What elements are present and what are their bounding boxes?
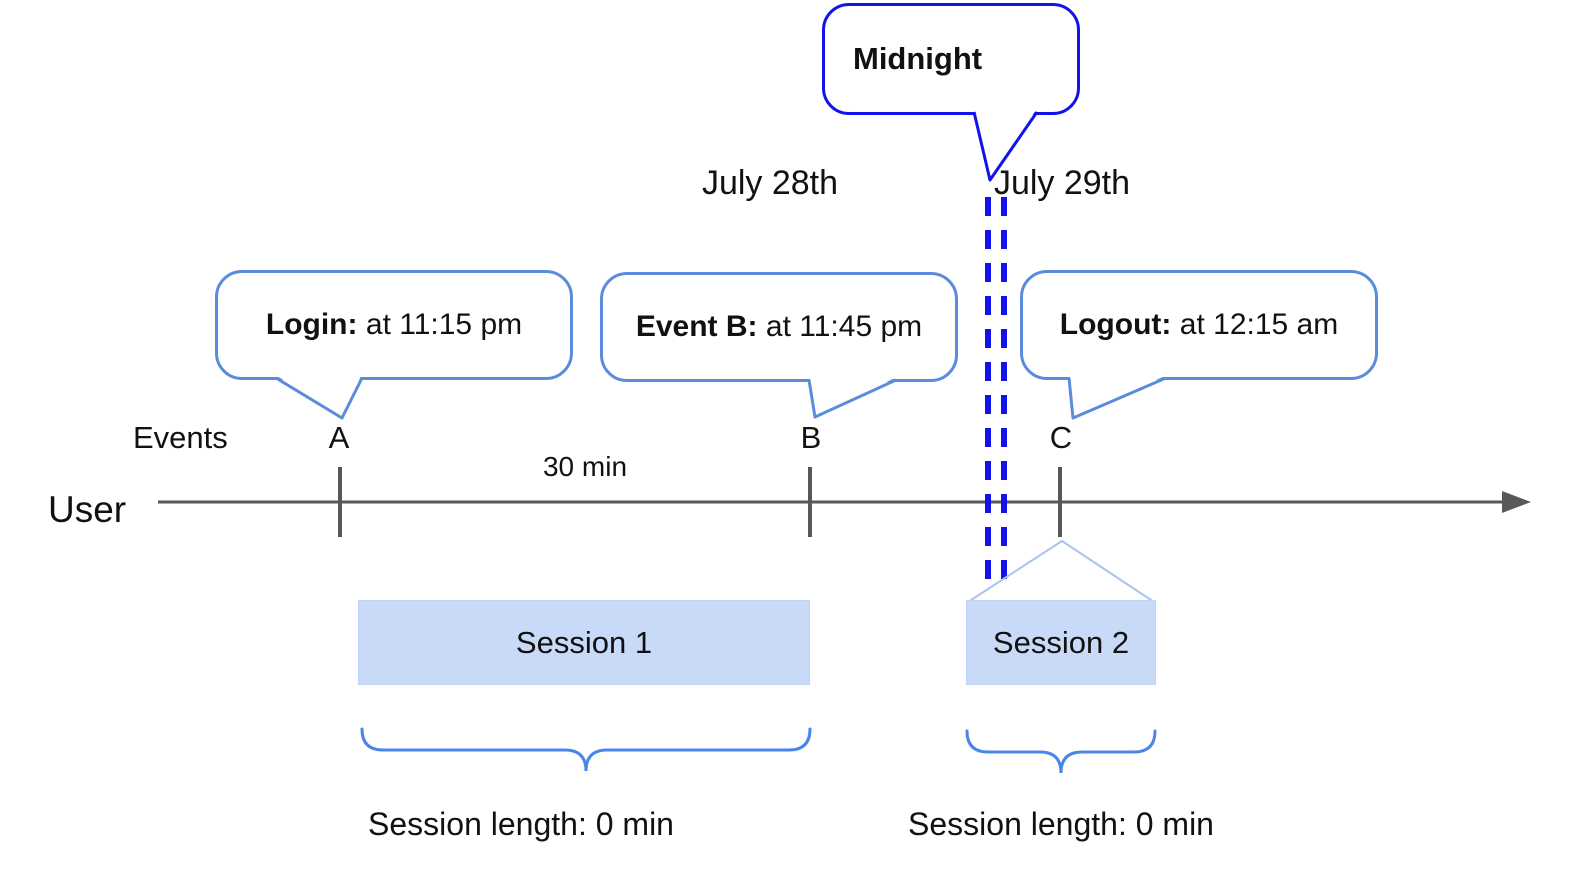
logout-callout: Logout:at 12:15 am [1020, 270, 1378, 380]
login-callout: Login:at 11:15 pm [215, 270, 573, 380]
midnight-callout: Midnight [822, 3, 1080, 115]
logout-callout-time: at 12:15 am [1179, 308, 1339, 341]
user-row-label: User [48, 489, 127, 530]
session-1-bar: Session 1 [358, 600, 810, 685]
session-1-brace [360, 727, 812, 772]
event-b-callout: Event B:at 11:45 pm [600, 272, 958, 382]
session-1-label: Session 1 [515, 624, 653, 660]
timeline-arrowhead-icon [1502, 491, 1531, 513]
event-b-callout-label: Event B: [635, 310, 758, 343]
session-2-length-label: Session length: 0 min [908, 806, 1214, 842]
session-2-brace [965, 729, 1157, 774]
event-b-callout-tail [807, 378, 897, 419]
event-marker-b: B [800, 420, 822, 455]
event-b-callout-time: at 11:45 pm [765, 310, 923, 343]
login-callout-label: Login: [265, 308, 358, 341]
login-callout-tail [275, 376, 364, 420]
session-2-connector-lines [967, 539, 1155, 603]
logout-callout-label: Logout: [1059, 308, 1172, 341]
logout-callout-tail [1067, 376, 1167, 420]
date-label-july-29: July 29th [993, 164, 1131, 202]
event-marker-c: C [1049, 420, 1073, 455]
login-callout-time: at 11:15 pm [365, 308, 523, 341]
event-marker-a: A [328, 420, 350, 455]
date-label-july-28: July 28th [701, 164, 839, 202]
session-2-bar: Session 2 [966, 600, 1156, 685]
session-1-length-label: Session length: 0 min [368, 806, 674, 842]
session-2-label: Session 2 [992, 624, 1130, 660]
events-row-label: Events [133, 420, 228, 455]
midnight-callout-text: Midnight [853, 41, 983, 76]
interval-label: 30 min [542, 451, 628, 482]
